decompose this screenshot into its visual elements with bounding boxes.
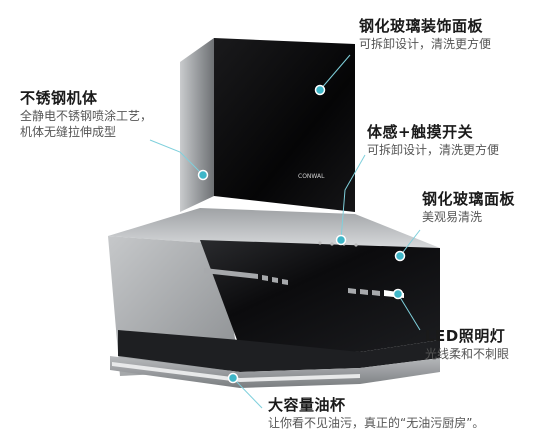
brand-logo: CONWAL [298,173,325,180]
callout-desc: 全静电不锈钢喷涂工艺， [20,109,153,124]
callout-glass-panel: 钢化玻璃面板 美观易清洗 [422,189,515,225]
callout-title: 钢化玻璃装饰面板 [359,17,484,35]
chimney-front [214,38,355,212]
callout-desc: 可拆卸设计，清洗更方便 [359,37,492,52]
oil-cup-rail [112,362,360,382]
vent-slot-left [204,268,288,285]
callout-glass-decor-panel: 钢化玻璃装饰面板 可拆卸设计，清洗更方便 [359,16,491,52]
callout-title: LED照明灯 [425,327,506,345]
hotspot-markers [197,84,406,384]
canopy-top [108,208,440,248]
hotspot-stainless-body [197,169,209,181]
hood-interior [118,330,440,372]
hotspot-oil-cup [227,372,239,384]
hotspot-glass-decor-panel [314,84,326,96]
hotspot-glass-panel [394,250,406,262]
callout-desc: 光线柔和不刺眼 [425,347,510,362]
callout-led-light: LED照明灯 光线柔和不刺眼 [425,326,509,362]
glass-front-panel [200,240,440,352]
callout-title: 不锈钢机体 [20,89,98,107]
hood-bottom-lip [110,356,440,388]
callout-title: 体感+触摸开关 [367,123,474,141]
leader-lines [149,54,421,409]
callout-desc: 让你看不见油污，真正的“无油污厨房”。 [268,416,485,431]
callout-touch-switch: 体感+触摸开关 可拆卸设计，清洗更方便 [367,122,499,158]
callout-title: 钢化玻璃面板 [422,190,516,208]
callout-desc: 可拆卸设计，清洗更方便 [367,143,500,158]
chimney-side [180,38,214,212]
callout-desc: 美观易清洗 [422,210,483,225]
vent-slot-right [348,288,380,296]
callout-oil-cup: 大容量油杯 让你看不见油污，真正的“无油污厨房”。 [268,395,484,431]
hotspot-led-light [392,288,404,300]
hotspot-touch-switch [335,234,347,246]
callout-title: 大容量油杯 [268,396,346,414]
callout-desc: 机体无缝拉伸成型 [20,125,117,140]
callout-stainless-body: 不锈钢机体 全静电不锈钢喷涂工艺， 机体无缝拉伸成型 [20,88,152,141]
